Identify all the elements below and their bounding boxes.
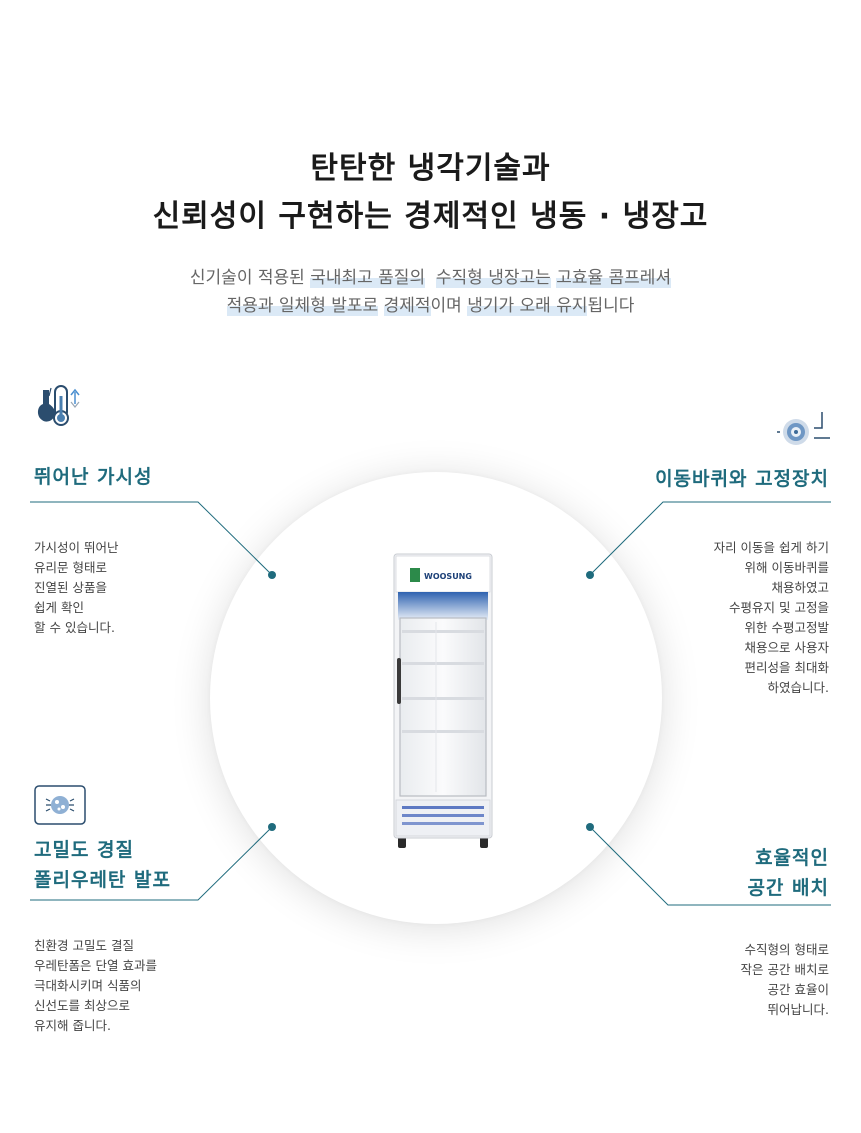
desc-line: 자리 이동을 쉽게 하기 <box>713 540 829 555</box>
headline-line2: 신뢰성이 구현하는 경제적인 냉동 · 냉장고 <box>152 199 709 234</box>
subtitle-line2: 적용과 일체형 발포로 경제적이며 냉기가 오래 유지됩니다 <box>0 292 861 320</box>
desc-line: 편리성을 최대화 <box>744 660 829 675</box>
subtitle-line1: 신기술이 적용된 국내최고 품질의 수직형 냉장고는 고효율 콤프레셔 <box>0 264 861 292</box>
desc-line: 하였습니다. <box>767 680 829 695</box>
subtitle-highlight: 냉기가 오래 유지 <box>467 296 588 316</box>
feature-title-space: 효율적인 공간 배치 <box>747 843 829 903</box>
feature-desc-visibility: 가시성이 뛰어난 유리문 형태로 진열된 상품을 쉽게 확인 할 수 있습니다. <box>34 538 118 638</box>
subtitle-text: 이며 <box>430 296 468 316</box>
subtitle-text <box>378 296 383 316</box>
thermometer-icon <box>37 385 80 426</box>
title-line: 공간 배치 <box>747 877 829 899</box>
headline: 탄탄한 냉각기술과 신뢰성이 구현하는 경제적인 냉동 · 냉장고 <box>0 145 861 241</box>
desc-line: 우레탄폼은 단열 효과를 <box>34 958 157 973</box>
subtitle-highlight: 고효율 콤프레셔 <box>556 268 672 288</box>
wheel-icon <box>777 412 830 445</box>
desc-line: 유지해 줍니다. <box>34 1018 111 1033</box>
desc-line: 친환경 고밀도 결질 <box>34 938 134 953</box>
feature-title-insulation: 고밀도 경질 폴리우레탄 발포 <box>34 835 171 895</box>
desc-line: 극대화시키며 식품의 <box>34 978 142 993</box>
subtitle-highlight: 수직형 냉장고는 <box>435 268 551 288</box>
insulation-icon <box>34 785 86 825</box>
desc-line: 진열된 상품을 <box>34 580 107 595</box>
refrigerator-image: WOOSUNG <box>393 553 493 848</box>
subtitle-highlight: 경제적 <box>383 296 431 316</box>
desc-line: 위해 이동바퀴를 <box>744 560 829 575</box>
subtitle-text <box>425 268 436 288</box>
brand-logo: WOOSUNG <box>424 572 472 581</box>
desc-line: 공간 효율이 <box>767 982 829 997</box>
subtitle-highlight: 국내최고 품질의 <box>310 268 426 288</box>
desc-line: 수평유지 및 고정을 <box>729 600 829 615</box>
desc-line: 할 수 있습니다. <box>34 620 115 635</box>
desc-line: 쉽게 확인 <box>34 600 84 615</box>
subtitle-text: 됩니다 <box>587 296 635 316</box>
desc-line: 채용으로 사용자 <box>744 640 829 655</box>
desc-line: 수직형의 형태로 <box>744 942 829 957</box>
headline-line1: 탄탄한 냉각기술과 <box>310 151 551 186</box>
subtitle-highlight: 적용과 일체형 발포로 <box>226 296 379 316</box>
desc-line: 신선도를 최상으로 <box>34 998 130 1013</box>
desc-line: 작은 공간 배치로 <box>740 962 829 977</box>
title-line: 고밀도 경질 <box>34 839 135 861</box>
feature-desc-insulation: 친환경 고밀도 결질 우레탄폼은 단열 효과를 극대화시키며 식품의 신선도를 … <box>34 936 157 1036</box>
feature-title-wheels: 이동바퀴와 고정장치 <box>655 468 829 490</box>
feature-desc-wheels: 자리 이동을 쉽게 하기 위해 이동바퀴를 채용하였고 수평유지 및 고정을 위… <box>714 538 829 698</box>
title-line: 효율적인 <box>755 847 829 869</box>
desc-line: 위한 수평고정발 <box>744 620 829 635</box>
desc-line: 채용하였고 <box>771 580 829 595</box>
title-line: 폴리우레탄 발포 <box>34 869 171 891</box>
desc-line: 뛰어납니다. <box>767 1002 829 1017</box>
feature-title-visibility: 뛰어난 가시성 <box>34 466 153 488</box>
feature-desc-space: 수직형의 형태로 작은 공간 배치로 공간 효율이 뛰어납니다. <box>741 940 829 1020</box>
desc-line: 가시성이 뛰어난 <box>34 540 119 555</box>
desc-line: 유리문 형태로 <box>34 560 107 575</box>
subtitle-text: 신기술이 적용된 <box>189 268 311 288</box>
subtitle: 신기술이 적용된 국내최고 품질의 수직형 냉장고는 고효율 콤프레셔 적용과 … <box>0 264 861 320</box>
